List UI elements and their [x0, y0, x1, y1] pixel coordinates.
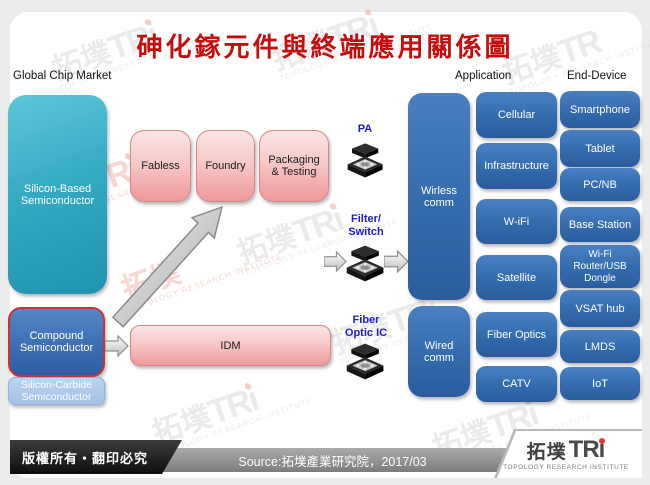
arrow-compound-to-idm: [105, 335, 129, 357]
box-device-iot: IoT: [560, 367, 640, 400]
box-application-infrastructure: Infrastructure: [476, 143, 557, 189]
tri-logo: 拓墣 TR i: [526, 436, 606, 463]
copyright-banner: 版權所有‧翻印必究: [10, 440, 182, 474]
label-pa: PA: [357, 123, 373, 135]
box-packaging-testing: Packaging & Testing: [259, 130, 329, 202]
box-foundry: Foundry: [196, 130, 255, 202]
pa-chip-icon: [347, 143, 383, 178]
box-application-cellular: Cellular: [476, 92, 557, 138]
diagonal-arrow: [111, 205, 224, 328]
box-device-tablet: Tablet: [560, 130, 640, 167]
box-application-wifi: W-iFi: [476, 199, 557, 244]
box-silicon-based-semiconductor: Silicon-Based Semiconductor: [8, 95, 107, 294]
box-device-wifi-router-usb-dongle: Wi-Fi Router/USB Dongle: [560, 245, 640, 288]
logo-tr-text: TR: [568, 436, 600, 463]
box-device-pc-nb: PC/NB: [560, 168, 640, 201]
box-application-fiber-optics: Fiber Optics: [476, 312, 557, 357]
box-application-satellite: Satellite: [476, 255, 557, 300]
box-fabless: Fabless: [130, 130, 191, 202]
source-text: Source:拓墣產業研究院，2017/03: [238, 455, 427, 469]
box-device-smartphone: Smartphone: [560, 91, 640, 128]
box-silicon-carbide-semiconductor: Silicon-Carbide Semiconductor: [8, 377, 105, 405]
page-title: 砷化鎵元件與終端應用關係圖: [136, 33, 514, 63]
label-fiber-optic-ic: Fiber Optic IC: [344, 314, 388, 339]
box-device-lmds: LMDS: [560, 330, 640, 363]
logo-cjk-text: 拓墣: [526, 442, 567, 463]
box-wireless-comm: Wirless comm: [408, 93, 470, 300]
label-filter-switch: Filter/ Switch: [348, 213, 384, 238]
column-header-global-chip-market: Global Chip Market: [13, 70, 112, 82]
column-header-end-device: End-Device: [567, 70, 627, 82]
logo-i-red-dot: i: [598, 436, 606, 463]
box-wired-comm: Wired comm: [408, 306, 470, 397]
filter-switch-chip-icon: [346, 245, 384, 282]
logo-subtitle: TOPOLOGY RESEARCH INSTITUTE: [503, 464, 629, 471]
fiber-optic-chip-icon: [346, 343, 384, 380]
box-device-base-station: Base Station: [560, 207, 640, 242]
box-compound-semiconductor: Compound Semiconductor: [8, 307, 105, 377]
column-header-application: Application: [455, 70, 512, 82]
logo-panel: 拓墣 TR i TOPOLOGY RESEARCH INSTITUTE: [497, 431, 642, 478]
box-device-vsat-hub: VSAT hub: [560, 290, 640, 327]
box-application-catv: CATV: [476, 366, 557, 402]
copyright-text: 版權所有‧翻印必究: [22, 450, 149, 466]
box-idm: IDM: [130, 325, 331, 366]
